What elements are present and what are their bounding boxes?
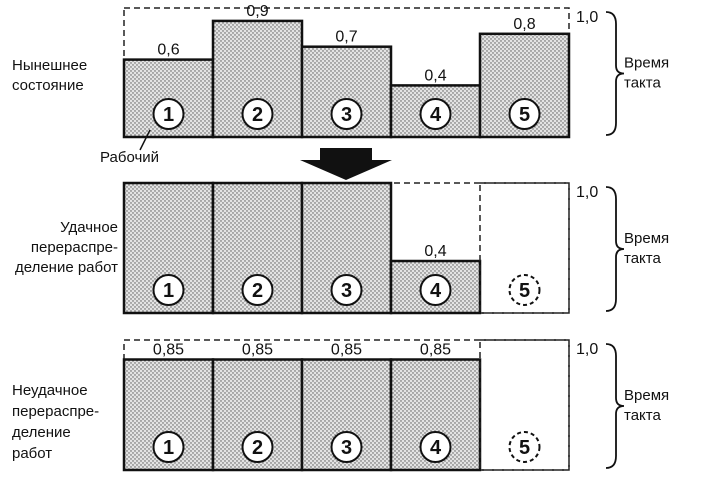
- worker-circle: [152, 274, 185, 306]
- worker-circle: [419, 431, 452, 463]
- balance-row-1: Нынешнее состояние 0,6 1 0,9 2 0,7 3 0,4 4 0,8 5 1,0…: [12, 3, 669, 139]
- takt-time-label: Время: [624, 55, 669, 72]
- takt-time-label: такта: [624, 75, 661, 92]
- worker-number: 4: [430, 280, 442, 302]
- load-value-label: 0,85: [331, 342, 362, 359]
- worker-number: 1: [163, 104, 174, 126]
- worker-number: 3: [341, 280, 352, 302]
- takt-time-label: такта: [624, 250, 661, 267]
- scale-max-label: 1,0: [576, 341, 598, 358]
- worker-load-bar: [478, 32, 571, 139]
- worker-circle: [419, 98, 452, 130]
- worker-number: 5: [519, 437, 530, 459]
- worker-circle: [152, 98, 185, 130]
- row-label-line: работ: [12, 445, 52, 462]
- worker-number: 5: [519, 280, 530, 302]
- worker-number: 1: [163, 437, 174, 459]
- row-label-line: Нынешнее: [12, 57, 87, 74]
- row-label-line: Неудачное: [12, 382, 88, 399]
- worker-number: 2: [252, 280, 263, 302]
- worker-label: Рабочий: [100, 149, 159, 166]
- worker-circle: [508, 274, 541, 306]
- worker-number: 4: [430, 104, 442, 126]
- scale-max-label: 1,0: [576, 9, 598, 26]
- takt-time-label: такта: [624, 407, 661, 424]
- empty-worker-slot: [479, 339, 570, 471]
- balance-row-3: Неудачное перераспре-деление работ 0,85 1 0,8…: [12, 339, 669, 472]
- worker-number: 3: [341, 437, 352, 459]
- row-label-line: перераспре-: [12, 403, 99, 420]
- load-value-label: 0,4: [424, 243, 446, 260]
- worker-circle: [419, 274, 452, 306]
- load-value-label: 0,9: [246, 3, 268, 20]
- row-label-line: деление работ: [15, 259, 118, 276]
- worker-circle: [241, 98, 274, 130]
- worker-number: 1: [163, 280, 174, 302]
- takt-brace: [605, 186, 625, 312]
- worker-circle: [508, 431, 541, 463]
- transition-arrow: [300, 148, 392, 180]
- worker-number: 5: [519, 104, 530, 126]
- takt-time-label: Время: [624, 230, 669, 247]
- takt-brace: [605, 11, 625, 136]
- row-label-line: перераспре-: [31, 239, 118, 256]
- worker-pointer: [139, 129, 151, 151]
- load-value-label: 0,6: [157, 42, 179, 59]
- worker-number: 2: [252, 437, 263, 459]
- load-value-label: 0,8: [513, 16, 535, 33]
- row-label-line: Удачное: [60, 219, 118, 236]
- worker-number: 3: [341, 104, 352, 126]
- load-value-label: 0,85: [153, 342, 184, 359]
- load-value-label: 0,7: [335, 29, 357, 46]
- worker-number: 2: [252, 104, 263, 126]
- worker-circle: [241, 274, 274, 306]
- row-label-line: состояние: [12, 77, 84, 94]
- worker-circle: [330, 98, 363, 130]
- worker-circle: [330, 274, 363, 306]
- row-label-line: деление: [12, 424, 71, 441]
- takt-time-label: Время: [624, 387, 669, 404]
- worker-circle: [508, 98, 541, 130]
- worker-circle: [152, 431, 185, 463]
- worker-circle: [330, 431, 363, 463]
- empty-worker-slot: [479, 182, 570, 314]
- worker-number: 4: [430, 437, 442, 459]
- load-value-label: 0,4: [424, 67, 446, 84]
- scale-max-label: 1,0: [576, 184, 598, 201]
- load-value-label: 0,85: [242, 342, 273, 359]
- worker-circle: [241, 431, 274, 463]
- takt-brace: [605, 343, 625, 469]
- balance-row-2: Удачное перераспре-деление работ 1 2 3 0,4 4 5 1…: [15, 181, 669, 315]
- load-value-label: 0,85: [420, 342, 451, 359]
